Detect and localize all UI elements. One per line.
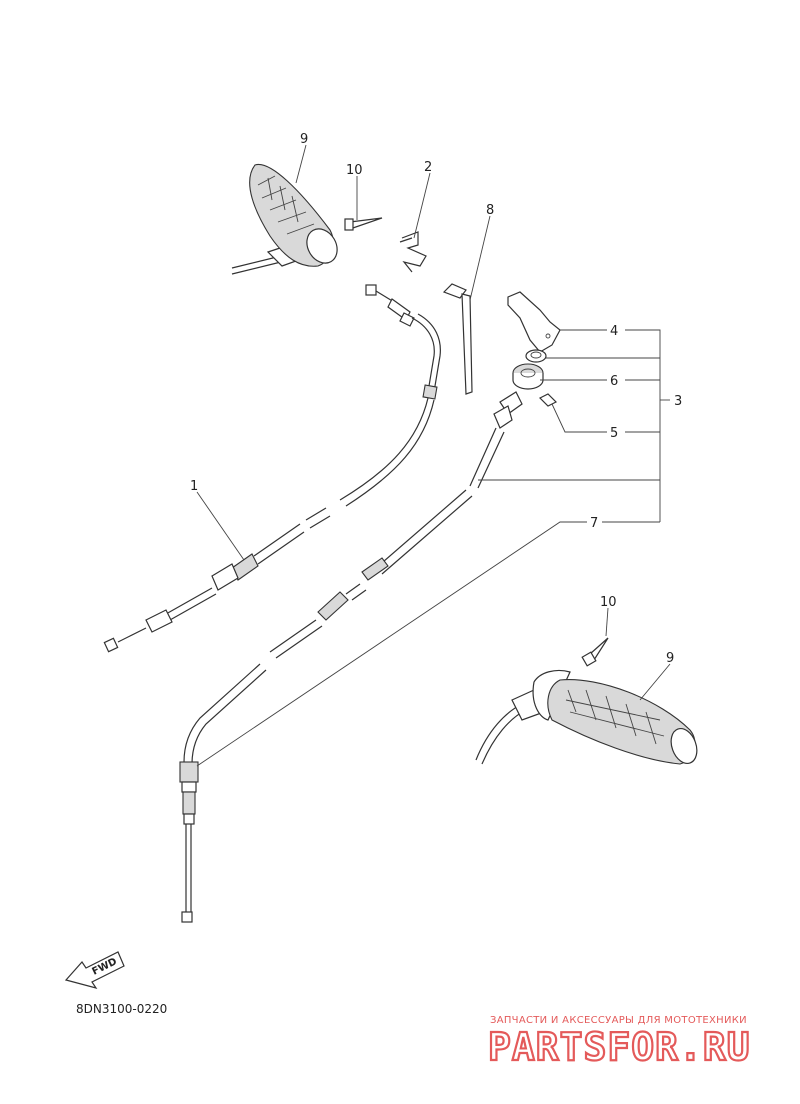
- band-8: [442, 283, 473, 395]
- watermark-logo: PARTSFOR.RU: [488, 1025, 751, 1069]
- label-1: 1: [190, 479, 198, 494]
- label-7: 7: [590, 516, 598, 531]
- part-6: [512, 363, 544, 390]
- cable-7: [179, 391, 523, 923]
- diagram-code: 8DN3100-0220: [76, 1002, 167, 1016]
- part-5: [538, 393, 558, 407]
- fwd-arrow-icon: FWD: [64, 951, 125, 989]
- label-6: 6: [610, 374, 618, 389]
- label-5: 5: [610, 426, 618, 441]
- grip-bottom-right: [475, 669, 698, 765]
- part-4-washer: [525, 349, 547, 363]
- label-2: 2: [424, 160, 432, 175]
- grip-top-left: [231, 163, 338, 275]
- pin-bottom: [581, 637, 609, 667]
- label-4: 4: [610, 324, 618, 339]
- label-10-bottom: 10: [600, 595, 617, 610]
- pin-top: [344, 217, 383, 231]
- watermark-tagline: ЗАПЧАСТИ И АКСЕССУАРЫ ДЛЯ МОТОТЕХНИКИ: [490, 1015, 747, 1026]
- label-3: 3: [674, 394, 682, 409]
- clip-2: [399, 231, 427, 273]
- part-4: [507, 291, 561, 353]
- watermark: ЗАПЧАСТИ И АКСЕССУАРЫ ДЛЯ МОТОТЕХНИКИ PA…: [487, 1015, 751, 1070]
- leader-lines: [196, 144, 671, 767]
- label-8: 8: [486, 203, 494, 218]
- label-9-top: 9: [300, 132, 308, 147]
- cable-1: [103, 284, 441, 653]
- label-10-top: 10: [346, 163, 363, 178]
- label-9-bottom: 9: [666, 651, 674, 666]
